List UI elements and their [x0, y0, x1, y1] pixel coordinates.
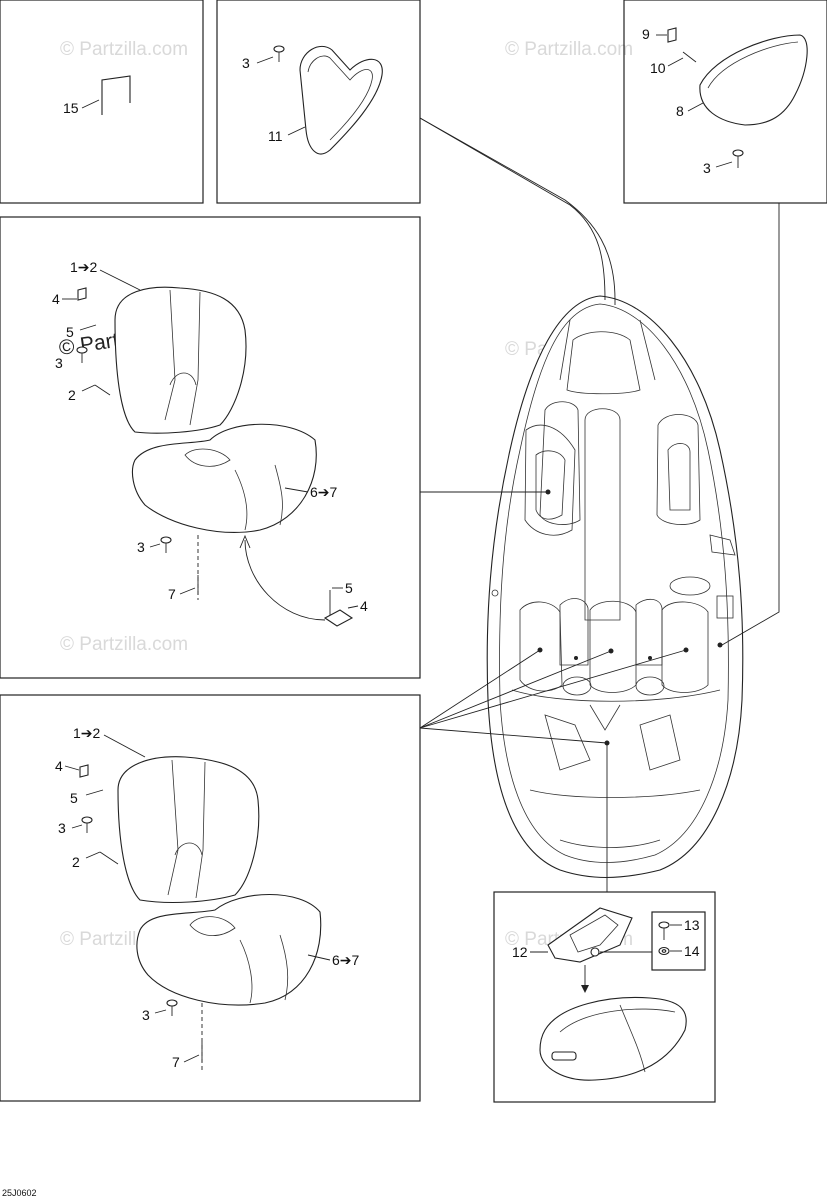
connector-lines	[419, 117, 780, 892]
latch-icon	[323, 590, 354, 627]
bracket-icon	[77, 287, 87, 301]
box-storage-bin: 12 13 14	[493, 891, 716, 1103]
seat-pad-part-11[interactable]	[299, 45, 383, 155]
callout-10: 10	[650, 60, 666, 76]
watermark: © Partzilla.com	[505, 39, 633, 60]
screw-icon	[166, 999, 178, 1016]
callout-11: 11	[268, 128, 283, 144]
callout-3: 3	[55, 355, 63, 371]
callout-13: 13	[684, 917, 700, 933]
bracket-icon	[667, 27, 677, 43]
callout-15: 15	[63, 100, 79, 116]
storage-bin-cover[interactable]	[539, 996, 687, 1081]
screw-icon	[732, 149, 744, 168]
callout-7: 7	[168, 586, 176, 602]
storage-plate-part-12[interactable]	[547, 907, 633, 963]
callout-8: 8	[676, 103, 684, 119]
screw-icon	[658, 921, 670, 940]
callout-1-2: 1➔2	[73, 725, 101, 741]
screw-icon	[273, 45, 285, 62]
callout-3: 3	[703, 160, 711, 176]
callout-3: 3	[242, 55, 250, 71]
callout-14: 14	[684, 943, 700, 959]
callout-4: 4	[55, 758, 63, 774]
watermark: © Partzilla.com	[60, 634, 188, 655]
callout-9: 9	[642, 26, 650, 42]
callout-5: 5	[70, 790, 78, 806]
box-part-11: 3 11	[216, 0, 421, 204]
screw-icon	[81, 816, 93, 833]
box-front-seat: 4 5 3 2 1➔2 6➔7 3 7	[0, 216, 421, 679]
callout-7: 7	[172, 1054, 180, 1070]
hull-outline	[486, 295, 744, 878]
backrest-part-2[interactable]	[117, 756, 260, 903]
handle-clip-part-15[interactable]	[101, 75, 131, 115]
callout-4: 4	[360, 598, 368, 614]
seat-cushion-part-7[interactable]	[136, 893, 322, 1006]
watermark: © Partzilla.com	[60, 39, 188, 60]
callout-3: 3	[142, 1007, 150, 1023]
callout-6-7: 6➔7	[310, 484, 338, 500]
callout-2: 2	[72, 854, 80, 870]
callout-4: 4	[52, 291, 60, 307]
drawing-code: 25J0602	[2, 1188, 37, 1198]
screw-icon	[160, 536, 172, 553]
box-part-8: 9 10 8 3	[623, 0, 827, 204]
callout-5: 5	[345, 580, 353, 596]
seat-cushion-part-7[interactable]	[131, 423, 317, 533]
bracket-icon	[79, 764, 89, 778]
callout-2: 2	[68, 387, 76, 403]
callout-3: 3	[137, 539, 145, 555]
seat-cushion-part-8[interactable]	[699, 34, 808, 126]
callout-6-7: 6➔7	[332, 952, 360, 968]
callout-3: 3	[58, 820, 66, 836]
box-part-15: 15	[0, 0, 204, 204]
callout-5: 5	[66, 324, 74, 340]
callout-1-2: 1➔2	[70, 259, 98, 275]
watercraft-hull	[486, 295, 744, 878]
washer-icon	[658, 946, 670, 956]
box-rear-seat: 4 5 3 2 1➔2 6➔7 3 7	[0, 694, 421, 1102]
screw-icon	[76, 346, 88, 363]
callout-12: 12	[512, 944, 528, 960]
backrest-part-2[interactable]	[114, 286, 247, 434]
